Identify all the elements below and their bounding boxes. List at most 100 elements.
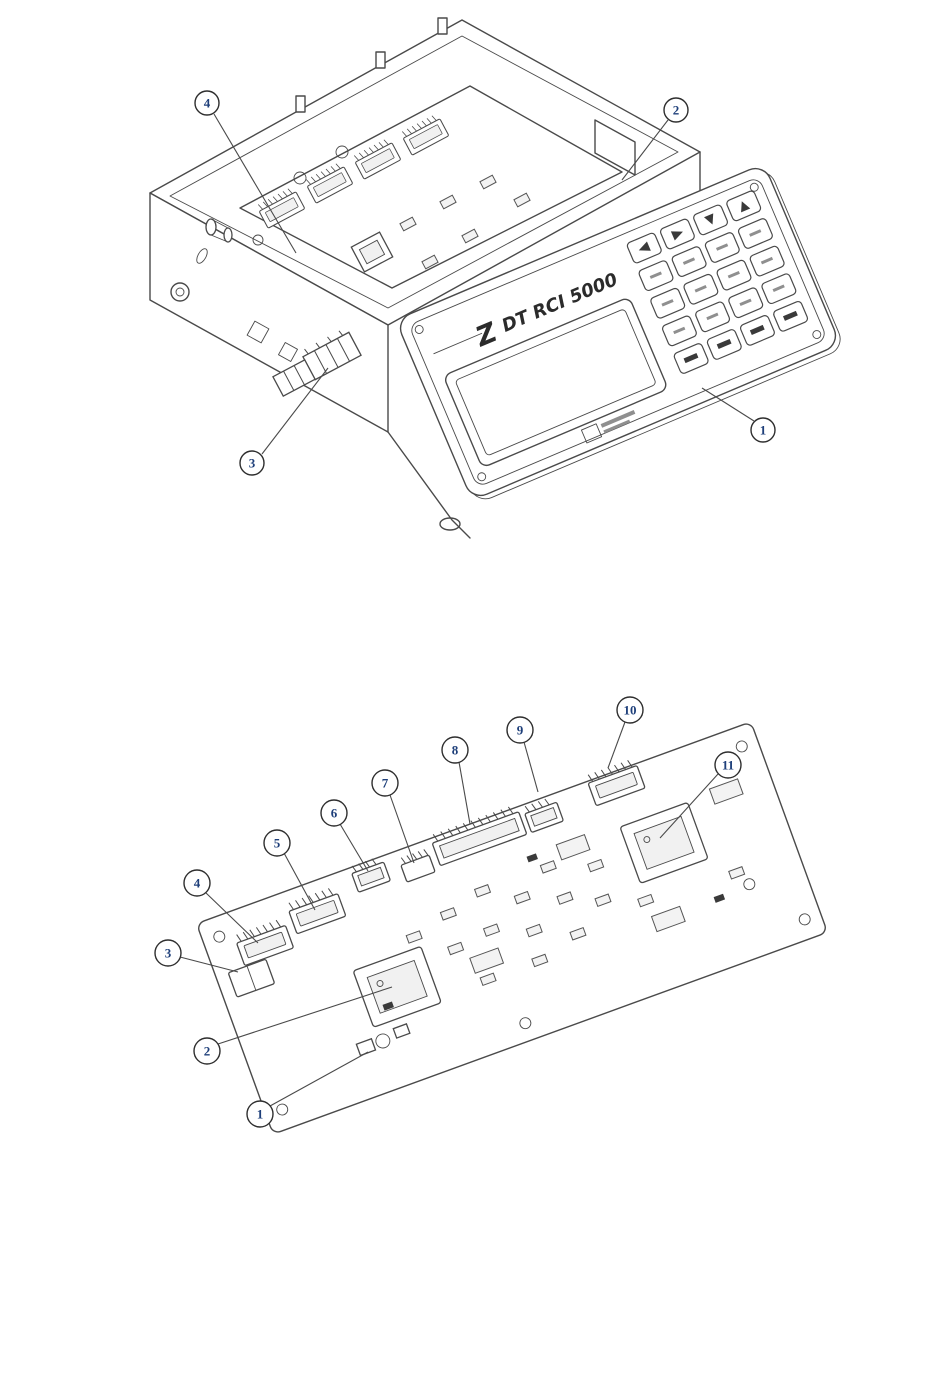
round-connector-icon	[170, 282, 190, 302]
panel-bezel	[411, 179, 825, 485]
chassis-pcb-outline	[239, 85, 623, 289]
callout-1-marker: 1	[750, 417, 776, 443]
key-glyph	[782, 310, 798, 321]
chassis-foot	[439, 517, 461, 531]
key-glyph	[649, 271, 662, 279]
key-glyph	[772, 284, 785, 292]
rear-bracket-plate	[594, 119, 636, 176]
key-glyph	[739, 298, 752, 307]
round-connector-center	[175, 287, 185, 297]
mounting-hole	[743, 878, 756, 891]
chassis-bottom-front	[387, 431, 471, 539]
rear-tab	[295, 95, 306, 113]
panel-screw	[414, 325, 424, 334]
svg-text:2: 2	[673, 103, 680, 118]
callout-9-marker: 9	[506, 716, 534, 744]
arrow-right-icon	[670, 231, 683, 241]
callout-5-marker: 5	[263, 829, 291, 857]
leader-line-7	[389, 794, 415, 864]
rear-tab	[375, 51, 386, 69]
mounting-hole	[735, 740, 748, 753]
leader-line-2	[621, 119, 669, 181]
leader-line-4	[213, 113, 297, 254]
terminal-block	[302, 330, 362, 381]
leader-line-11	[659, 773, 719, 839]
chassis-inner-rim	[169, 35, 679, 309]
svg-text:4: 4	[204, 96, 211, 111]
main-board	[198, 723, 826, 1133]
key-glyph	[682, 257, 696, 265]
key-glyph	[683, 353, 699, 364]
arrow-left-icon	[638, 241, 651, 251]
brand-rule	[433, 332, 483, 355]
callout-3-marker: 3	[239, 450, 265, 476]
callout-1-marker: 1	[246, 1100, 274, 1128]
svg-text:6: 6	[331, 806, 338, 821]
pcb-capacitor	[335, 145, 349, 159]
callout-7-marker: 7	[371, 769, 399, 797]
standoff-cylinder	[205, 218, 233, 243]
chassis-pcb	[239, 85, 623, 398]
lcd-display	[444, 298, 667, 467]
leader-line-2	[217, 986, 393, 1045]
mounting-hole	[276, 1103, 289, 1116]
key-glyph	[715, 243, 729, 251]
leader-line-6	[339, 823, 369, 872]
svg-text:1: 1	[760, 423, 767, 438]
svg-text:10: 10	[624, 703, 637, 718]
svg-text:7: 7	[382, 776, 389, 791]
leader-line-3	[261, 367, 329, 455]
key-glyph	[749, 324, 765, 335]
leader-line-1	[269, 1051, 369, 1107]
wall-cutout	[278, 342, 298, 362]
panel-screw	[812, 330, 822, 339]
svg-text:5: 5	[274, 836, 281, 851]
front-panel: Z DT RCI 5000	[399, 167, 841, 500]
svg-text:9: 9	[517, 723, 524, 738]
svg-text:3: 3	[249, 456, 256, 471]
svg-text:4: 4	[194, 876, 201, 891]
pcb-capacitor	[293, 171, 307, 185]
callout-10-marker: 10	[616, 696, 644, 724]
board-dark-component	[526, 853, 538, 863]
pcb-chip	[350, 231, 394, 273]
mounting-hole	[213, 930, 226, 943]
callout-2-marker: 2	[663, 97, 689, 123]
callout-2-marker: 2	[193, 1037, 221, 1065]
callout-8-marker: 8	[441, 736, 469, 764]
leader-line-8	[458, 761, 471, 825]
mounting-hole	[798, 913, 811, 926]
board-dark-component	[713, 893, 726, 903]
svg-text:2: 2	[204, 1044, 211, 1059]
svg-text:1: 1	[257, 1107, 264, 1122]
svg-text:3: 3	[165, 946, 172, 961]
panel-screw	[477, 472, 487, 482]
leader-line-10	[607, 721, 626, 769]
lcd-display-inner	[455, 309, 656, 456]
callout-4-marker: 4	[183, 869, 211, 897]
leader-line-9	[523, 741, 539, 793]
arrow-up-icon	[741, 201, 751, 213]
svg-text:8: 8	[452, 743, 459, 758]
key-glyph	[749, 229, 762, 237]
arrow-down-icon	[704, 213, 714, 225]
key-glyph	[727, 270, 740, 279]
terminal-block	[272, 358, 316, 398]
rear-tab	[437, 17, 448, 35]
keypad	[626, 190, 809, 374]
key-glyph	[706, 312, 719, 321]
assembly-diagram: Z DT RCI 5000	[149, 17, 841, 539]
callout-4-marker: 4	[194, 90, 220, 116]
key-glyph	[760, 256, 774, 265]
mounting-hole	[519, 1017, 532, 1030]
leader-line-1	[701, 387, 755, 422]
key-glyph	[716, 338, 732, 350]
key-glyph	[694, 285, 707, 293]
board-socket-3	[228, 958, 275, 998]
board-dark-component	[382, 1001, 394, 1011]
svg-text:11: 11	[722, 758, 734, 773]
pcb-capacitor	[252, 234, 264, 246]
key-glyph	[661, 299, 674, 307]
